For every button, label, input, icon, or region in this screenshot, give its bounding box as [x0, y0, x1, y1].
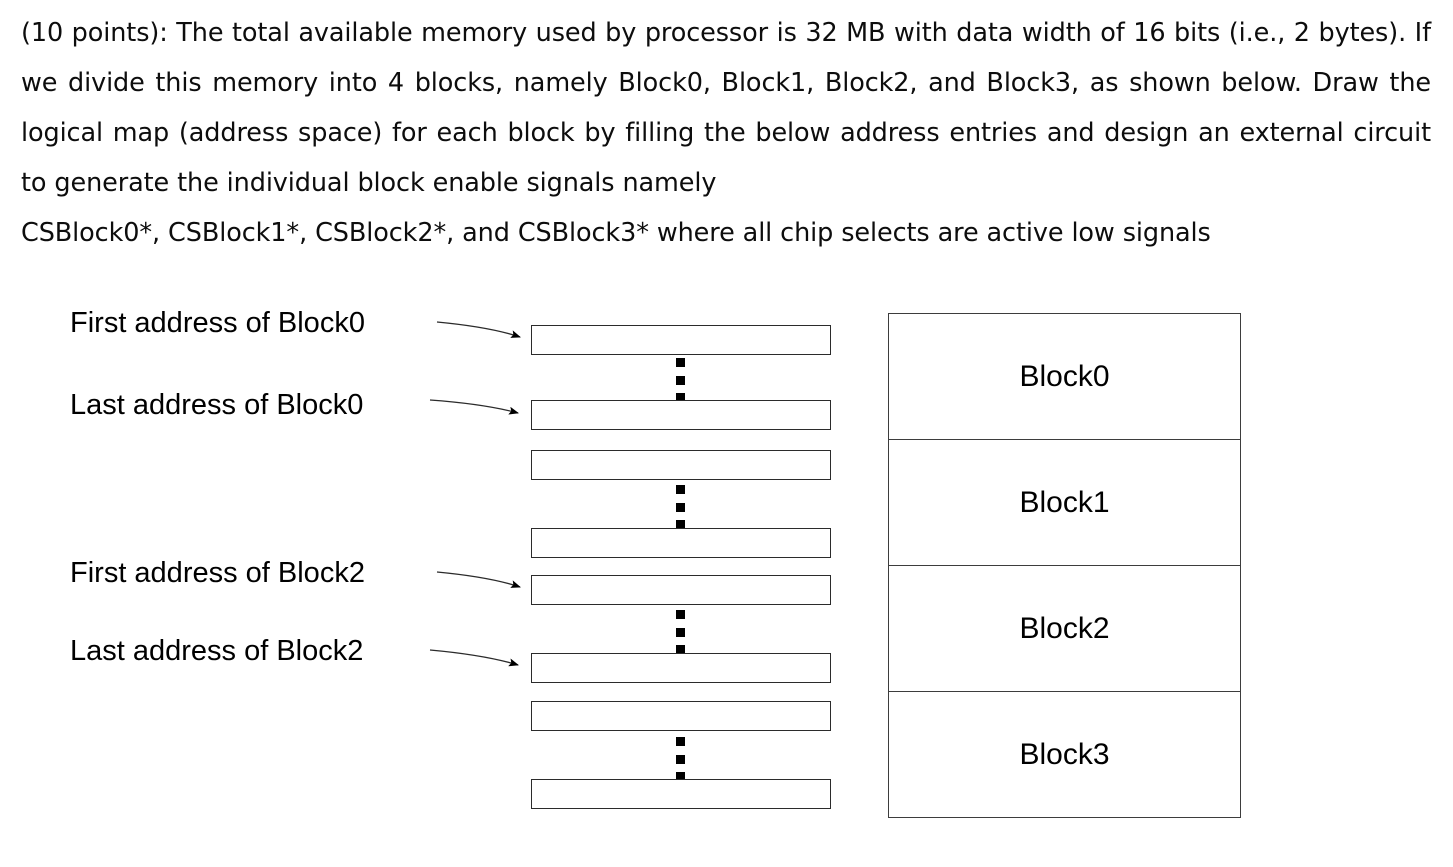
address-entry-box-last-block2[interactable] — [531, 653, 831, 683]
arrow-first-address-block0 — [436, 321, 521, 338]
callout-label-first-address-block2: First address of Block2 — [70, 557, 365, 589]
address-entry-box-last-block1[interactable] — [531, 528, 831, 558]
block-label-block1: Block1 — [1019, 485, 1110, 519]
question-line-2: 2 bytes). If we divide this memory into … — [21, 18, 1431, 98]
address-entry-box-first-block1[interactable] — [531, 450, 831, 480]
question-line-1: (10 points): The total available memory … — [21, 18, 1286, 48]
address-entry-box-first-block2[interactable] — [531, 575, 831, 605]
question-line-4: entries and design an external circuit t… — [21, 118, 1431, 198]
block-map-table: Block0 Block1 Block2 Block3 — [888, 313, 1241, 818]
address-entry-box-last-block3[interactable] — [531, 779, 831, 809]
callout-label-last-address-block2: Last address of Block2 — [70, 635, 364, 667]
block-cell-block0: Block0 — [889, 314, 1240, 440]
address-entry-box-first-block3[interactable] — [531, 701, 831, 731]
arrow-last-address-block2 — [429, 649, 519, 667]
block-cell-block1: Block1 — [889, 440, 1240, 566]
vertical-dots-icon-2 — [673, 485, 687, 529]
question-line-3: shown below. Draw the logical map (addre… — [21, 68, 1431, 148]
block-cell-block2: Block2 — [889, 566, 1240, 692]
address-entry-box-last-block0[interactable] — [531, 400, 831, 430]
arrow-first-address-block2 — [436, 571, 521, 588]
block-cell-block3: Block3 — [889, 692, 1240, 817]
callout-label-last-address-block0: Last address of Block0 — [70, 389, 364, 421]
block-label-block3: Block3 — [1019, 737, 1110, 771]
block-label-block0: Block0 — [1019, 359, 1110, 393]
callout-label-first-address-block0: First address of Block0 — [70, 307, 365, 339]
question-line-5: CSBlock0*, CSBlock1*, CSBlock2*, and CSB… — [21, 218, 1211, 248]
address-entry-box-first-block0[interactable] — [531, 325, 831, 355]
vertical-dots-icon-3 — [673, 610, 687, 654]
block-label-block2: Block2 — [1019, 611, 1110, 645]
vertical-dots-icon-1 — [673, 358, 687, 402]
vertical-dots-icon-4 — [673, 737, 687, 781]
question-paragraph: (10 points): The total available memory … — [21, 8, 1431, 258]
arrow-last-address-block0 — [429, 399, 519, 415]
